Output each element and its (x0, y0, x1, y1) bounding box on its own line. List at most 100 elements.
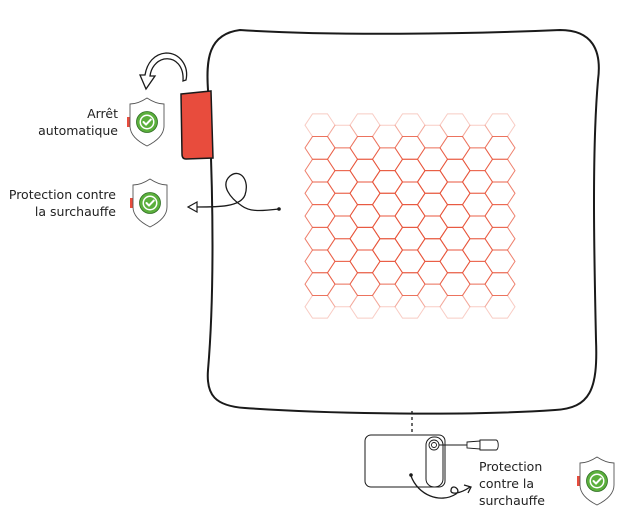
hex-cell (394, 181, 426, 206)
hex-cell (439, 204, 471, 228)
hex-cell (394, 204, 426, 228)
hex-cell (439, 136, 471, 160)
hex-cell (371, 260, 404, 285)
hex-cell (416, 124, 449, 149)
hex-cell (349, 204, 381, 228)
cord-arrow-left (189, 172, 280, 212)
hex-cell (461, 260, 494, 285)
hex-cell (326, 170, 359, 194)
hex-cell (304, 136, 336, 160)
hex-cell (416, 147, 449, 172)
hex-cell (439, 226, 471, 251)
hex-cell (394, 272, 426, 296)
hex-cell (416, 170, 449, 194)
cord-dot (277, 207, 281, 211)
shield-check-icon (129, 178, 168, 228)
hex-cell (416, 238, 449, 262)
hex-cell (326, 283, 359, 308)
hex-cell (304, 181, 336, 206)
hex-cell (371, 283, 404, 308)
hex-cell (461, 238, 494, 262)
hex-cell (484, 272, 516, 296)
heating-grid-icon (304, 113, 516, 319)
hex-cell (461, 283, 494, 308)
hex-cell (439, 113, 471, 138)
hex-cell (371, 170, 404, 194)
hex-cell (394, 136, 426, 160)
hex-cell (484, 226, 516, 251)
hex-cell (484, 249, 516, 274)
hex-cell (439, 249, 471, 274)
label-line: la surchauffe (34, 204, 116, 219)
hex-cell (349, 158, 381, 183)
hex-cell (304, 204, 336, 228)
switch-tab (180, 90, 214, 160)
hex-cell (439, 272, 471, 296)
hex-cell (484, 158, 516, 183)
hex-cell (349, 113, 381, 138)
hex-cell (326, 215, 359, 240)
cord-dot-bottom (409, 473, 413, 477)
hex-cell (349, 294, 381, 319)
arrow-head-bottom (463, 484, 472, 494)
hex-cell (371, 124, 404, 149)
plug-icon (466, 439, 499, 451)
hex-cell (304, 249, 336, 274)
hex-cell (394, 158, 426, 183)
label-auto-off: Arrêt automatique (38, 105, 118, 139)
hex-cell (416, 215, 449, 240)
hex-cell (304, 113, 336, 138)
hex-cell (394, 294, 426, 319)
hex-cell (416, 192, 449, 217)
hex-cell (484, 113, 516, 138)
hex-cell (371, 147, 404, 172)
heating-pad-outline (206, 28, 600, 415)
hex-cell (304, 272, 336, 296)
hex-cell (461, 192, 494, 217)
controller-icon (364, 434, 467, 488)
label-line: Arrêt (87, 106, 118, 121)
hex-cell (349, 226, 381, 251)
hex-cell (461, 215, 494, 240)
hex-cell (371, 215, 404, 240)
hex-cell (484, 181, 516, 206)
label-overheat-bottom: Protection contre la surchauffe (479, 458, 545, 509)
hex-cell (326, 124, 359, 149)
label-line: automatique (38, 123, 118, 138)
hex-cell (439, 294, 471, 319)
hex-cell (394, 249, 426, 274)
label-line: Protection (479, 459, 543, 474)
shield-check-icon (576, 456, 615, 506)
hex-cell (484, 204, 516, 228)
label-line: contre la (479, 476, 535, 491)
hex-cell (461, 170, 494, 194)
label-line: Protection contre (8, 187, 116, 202)
shield-check-icon (126, 97, 165, 147)
hex-cell (394, 113, 426, 138)
hex-cell (326, 260, 359, 285)
label-line: surchauffe (479, 493, 545, 508)
hex-cell (461, 147, 494, 172)
hex-cell (326, 192, 359, 217)
label-overheat-left: Protection contre la surchauffe (9, 186, 116, 220)
arrow-head-left (186, 200, 198, 214)
curved-arrow-icon (139, 52, 188, 91)
hex-cell (394, 226, 426, 251)
hex-cell (461, 124, 494, 149)
hex-cell (304, 158, 336, 183)
hex-cell (439, 181, 471, 206)
hex-cell (304, 294, 336, 319)
hex-cell (304, 226, 336, 251)
hex-cell (349, 249, 381, 274)
cord-arrow-bottom (410, 475, 471, 499)
hex-cell (416, 260, 449, 285)
hex-cell (349, 272, 381, 296)
hex-cell (326, 147, 359, 172)
hex-cell (326, 238, 359, 262)
hex-cell (439, 158, 471, 183)
hex-cell (349, 136, 381, 160)
hex-cell (484, 136, 516, 160)
hex-cell (349, 181, 381, 206)
hex-cell (371, 238, 404, 262)
